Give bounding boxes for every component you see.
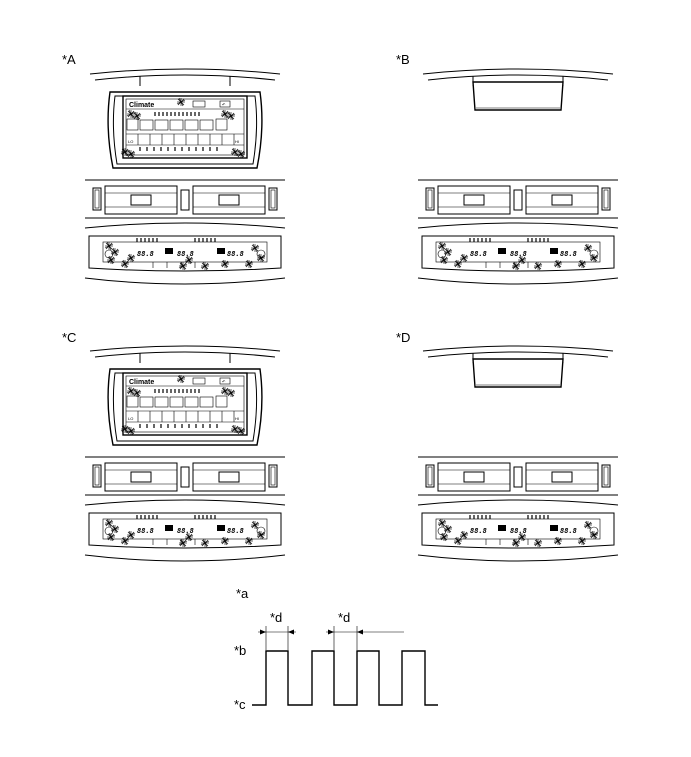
period-arrowhead-1a — [260, 629, 266, 635]
panel-c-screen-back: ↶ — [222, 379, 226, 384]
panel-a-label: *A — [62, 52, 76, 67]
panel-c-fan-display: 88.8 — [177, 527, 194, 535]
panel-d-label: *D — [396, 330, 411, 345]
waveform-label: *a — [236, 586, 249, 601]
panel-b-dashboard: 88.8 88.8 88.8 — [417, 68, 619, 285]
panel-a-screen-back: ↶ — [222, 102, 226, 107]
period-arrowhead-2a — [328, 629, 334, 635]
panel-c-temp-left: 88.8 — [137, 527, 154, 535]
panel-d-dashboard: 88.8 88.8 88.8 — [417, 345, 619, 562]
panel-a-temp-right: 88.8 — [227, 250, 244, 258]
panel-b-temp-left: 88.8 — [470, 250, 487, 258]
panel-a-screen-low: LO — [128, 139, 133, 144]
panel-c-label: *C — [62, 330, 77, 345]
panel-c-dashboard: Climate ↶ LO HI 88.8 88.8 88.8 — [85, 346, 285, 561]
waveform — [252, 626, 438, 706]
waveform-low-label: *c — [234, 697, 246, 712]
panel-c-screen-high: HI — [235, 416, 239, 421]
waveform-period-label-1: *d — [270, 610, 283, 625]
panel-c-screen-low: LO — [128, 416, 133, 421]
panel-d-temp-right: 88.8 — [560, 527, 577, 535]
period-arrowhead-1b — [288, 629, 294, 635]
panel-a-dashboard: Climate ↶ LO HI 88.8 88.8 88.8 — [85, 69, 285, 284]
waveform-high-label: *b — [234, 643, 247, 658]
panel-b-fan-display: 88.8 — [510, 250, 527, 258]
period-arrowhead-2b — [357, 629, 363, 635]
panel-b-label: *B — [396, 52, 410, 67]
panel-a-fan-display: 88.8 — [177, 250, 194, 258]
panel-c-temp-right: 88.8 — [227, 527, 244, 535]
waveform-trace — [252, 650, 438, 706]
panel-a-temp-left: 88.8 — [137, 250, 154, 258]
panel-a-screen-title: Climate — [129, 102, 154, 109]
panel-c-screen-title: Climate — [129, 379, 154, 386]
waveform-period-label-2: *d — [338, 610, 351, 625]
panel-a-screen-high: HI — [235, 139, 239, 144]
panel-d-fan-display: 88.8 — [510, 527, 527, 535]
panel-b-temp-right: 88.8 — [560, 250, 577, 258]
panel-d-temp-left: 88.8 — [470, 527, 487, 535]
